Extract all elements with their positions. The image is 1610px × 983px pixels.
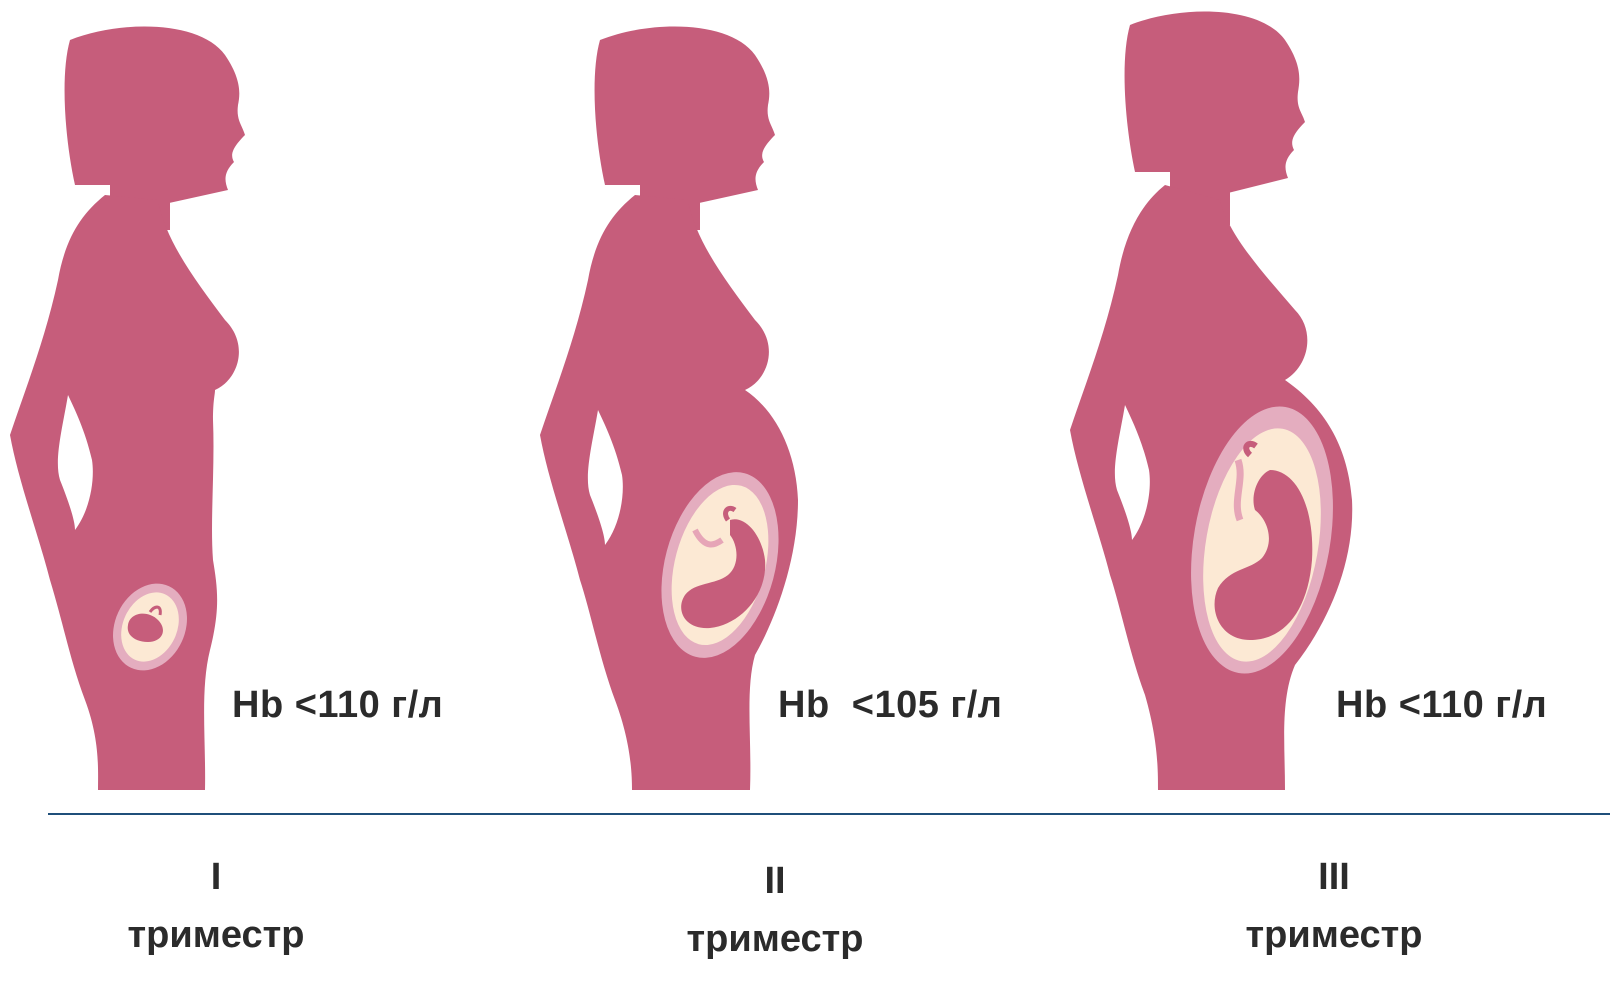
trimester-label-3: III триместр xyxy=(1204,848,1464,964)
woman-silhouette-2 xyxy=(540,26,798,790)
trimester-label-2: II триместр xyxy=(645,852,905,968)
woman-silhouette-1 xyxy=(10,26,245,790)
trimester-numeral-1: I xyxy=(86,848,346,906)
trimester-word-2: триместр xyxy=(645,910,905,968)
trimester-word-1: триместр xyxy=(86,906,346,964)
trimester-numeral-3: III xyxy=(1204,848,1464,906)
hb-threshold-label-3: Hb <110 г/л xyxy=(1336,684,1547,727)
trimester-numeral-2: II xyxy=(645,852,905,910)
woman-silhouette-3 xyxy=(1070,11,1352,790)
trimester-label-1: I триместр xyxy=(86,848,346,964)
hb-threshold-label-2: Hb <105 г/л xyxy=(778,684,1002,727)
hb-threshold-label-1: Hb <110 г/л xyxy=(232,684,443,727)
trimester-word-3: триместр xyxy=(1204,906,1464,964)
